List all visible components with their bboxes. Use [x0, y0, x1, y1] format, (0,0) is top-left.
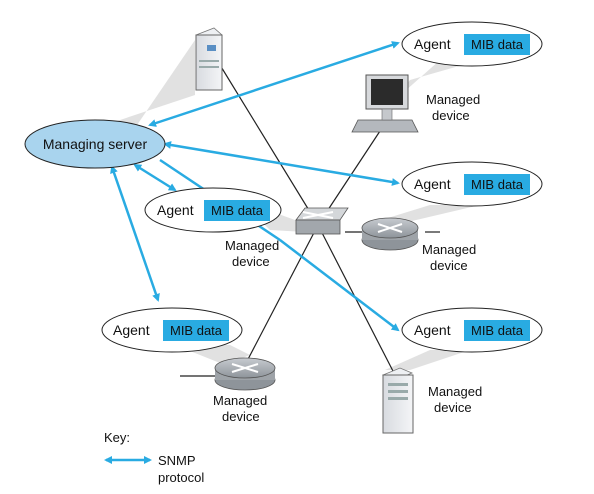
agent-bottom-right: Agent MIB data — [401, 307, 543, 353]
mib-data-box — [163, 320, 229, 341]
mib-data-box — [464, 34, 530, 55]
agent-mid-right: Agent MIB data — [401, 161, 543, 207]
switch-icon — [295, 207, 349, 235]
managed-device-label-tower-line2: device — [434, 400, 472, 415]
mib-data-box — [464, 174, 530, 195]
server-tower-icon — [195, 27, 223, 91]
mib-data-label: MIB data — [471, 323, 524, 338]
beam-tower-right — [385, 350, 470, 370]
snmp-arrow-bottom-right — [279, 239, 400, 332]
legend: Key: SNMP protocol — [104, 430, 204, 485]
snmp-arrow-center-left — [133, 163, 177, 192]
router-right-icon — [361, 217, 419, 251]
mib-data-label: MIB data — [471, 177, 524, 192]
agent-label: Agent — [414, 322, 451, 338]
mib-data-label: MIB data — [170, 323, 223, 338]
snmp-arrow-mid-right — [163, 141, 400, 186]
managing-server-label: Managing server — [43, 136, 148, 152]
snmp-arrow-bottom-left — [110, 165, 160, 302]
server-tower-bottom-icon — [381, 367, 414, 434]
mib-data-box — [204, 200, 270, 221]
managing-server: Managing server — [24, 119, 166, 169]
agent-top-right: Agent MIB data — [401, 21, 543, 67]
legend-title: Key: — [104, 430, 130, 445]
agent-bottom-left: Agent MIB data — [101, 307, 243, 353]
link-switch-tower — [317, 224, 396, 376]
snmp-arrow-top-right — [148, 41, 400, 127]
legend-snmp-line2: protocol — [158, 470, 204, 485]
managed-device-label-computer-line1: Managed — [426, 92, 480, 107]
link-switch-router-left — [244, 224, 319, 366]
agent-label: Agent — [414, 36, 451, 52]
managing-server-ellipse — [24, 119, 166, 169]
mib-data-box — [464, 320, 530, 341]
agent-label: Agent — [113, 322, 150, 338]
agent-center-left: Agent MIB data — [144, 187, 282, 233]
router-left-icon — [214, 357, 276, 391]
managed-device-label-switch-line1: Managed — [225, 238, 279, 253]
managed-device-label-router-right-line2: device — [430, 258, 468, 273]
managed-device-label-switch-line2: device — [232, 254, 270, 269]
computer-icon — [351, 74, 419, 133]
agent-label: Agent — [414, 176, 451, 192]
managed-device-label-router-left-line2: device — [222, 409, 260, 424]
legend-snmp-line1: SNMP — [158, 453, 196, 468]
managed-device-label-computer-line2: device — [432, 108, 470, 123]
managed-device-label-router-right-line1: Managed — [422, 242, 476, 257]
managed-device-label-tower-line1: Managed — [428, 384, 482, 399]
mib-data-label: MIB data — [471, 37, 524, 52]
agent-label: Agent — [157, 202, 194, 218]
managed-device-label-router-left-line1: Managed — [213, 393, 267, 408]
beam-computer — [395, 60, 480, 100]
mib-data-label: MIB data — [211, 203, 264, 218]
snmp-arrows — [110, 41, 400, 332]
